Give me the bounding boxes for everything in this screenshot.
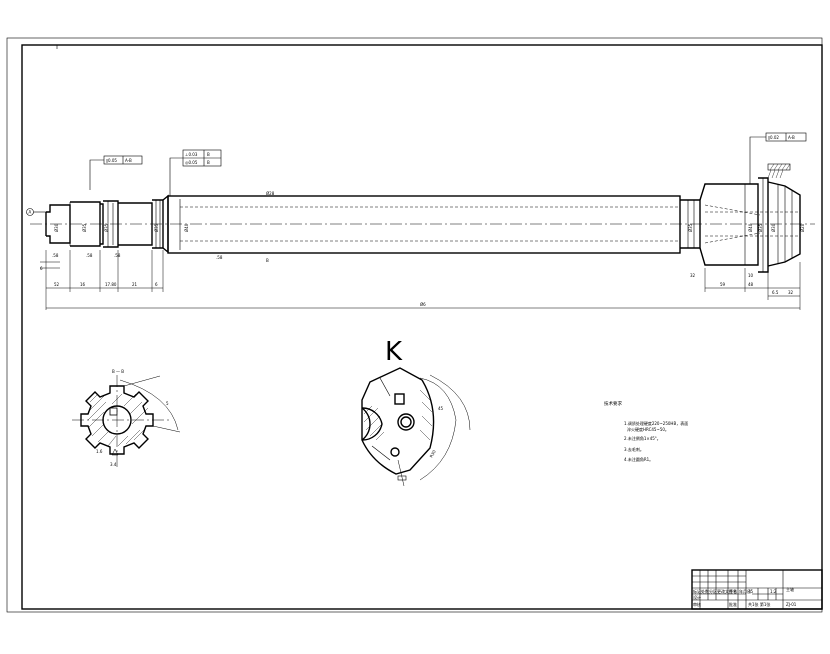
- svg-text:A-B: A-B: [125, 158, 132, 163]
- svg-text:批准: 批准: [729, 601, 737, 607]
- svg-text:6.5: 6.5: [772, 290, 779, 295]
- svg-text:.58: .58: [52, 253, 59, 258]
- svg-text:ZJ-01: ZJ-01: [786, 602, 797, 607]
- title-block: 标记 处数 分区 更改文件号 签名 年月日 设计 审核 批准 主轴 45 1:2…: [691, 569, 823, 610]
- svg-text:6: 6: [40, 266, 43, 271]
- svg-text:A-B: A-B: [788, 135, 795, 140]
- svg-text:共1张 第1张: 共1张 第1张: [748, 601, 770, 607]
- svg-text:Ø40: Ø40: [748, 223, 753, 232]
- svg-text:17.80: 17.80: [105, 282, 117, 287]
- svg-text:52: 52: [54, 282, 60, 287]
- title-part-name: 主轴: [786, 586, 794, 592]
- detail-view-k: K 45 R30: [361, 337, 471, 487]
- svg-text:审核: 审核: [693, 601, 701, 607]
- svg-text:分区: 分区: [709, 588, 717, 594]
- svg-text:◎0.05: ◎0.05: [185, 160, 198, 165]
- svg-text:更改文件号: 更改文件号: [717, 588, 737, 594]
- svg-text:3.4: 3.4: [110, 462, 117, 467]
- svg-text:签名: 签名: [729, 588, 737, 594]
- svg-text:45: 45: [438, 406, 444, 411]
- svg-text:Ø35: Ø35: [82, 223, 87, 232]
- svg-text:Ø35: Ø35: [104, 223, 109, 232]
- svg-text:∥0.05: ∥0.05: [106, 158, 117, 163]
- svg-text:⊥0.03: ⊥0.03: [185, 152, 198, 157]
- svg-text:Ø20: Ø20: [800, 223, 805, 232]
- view-label: K: [385, 337, 403, 367]
- fcf-right: ∥0.02 A-B: [749, 132, 807, 184]
- svg-text:21: 21: [132, 282, 138, 287]
- svg-text:32: 32: [788, 290, 794, 295]
- inner-frame: [21, 44, 823, 610]
- svg-text:Ø30: Ø30: [54, 223, 59, 232]
- svg-text:2.未注倒角1×45°。: 2.未注倒角1×45°。: [624, 435, 661, 441]
- svg-text:.58: .58: [114, 253, 121, 258]
- svg-text:3.去毛刺。: 3.去毛刺。: [624, 446, 644, 452]
- fcf-left-b: ⊥0.03 B ◎0.05 B: [169, 149, 222, 196]
- svg-text:48: 48: [748, 282, 754, 287]
- svg-text:R30: R30: [429, 449, 437, 459]
- svg-text:1.6: 1.6: [96, 449, 103, 454]
- svg-text:1.调质处理硬度220~250HB，表面: 1.调质处理硬度220~250HB，表面: [624, 420, 688, 426]
- dim-b-marker: B: [266, 258, 269, 263]
- svg-text:16: 16: [80, 282, 86, 287]
- svg-text:Ø35: Ø35: [758, 223, 763, 232]
- overall-length: Ø6: [420, 302, 426, 307]
- svg-text:.58: .58: [216, 255, 223, 260]
- shaft-main-view: A: [26, 163, 815, 273]
- svg-text:淬火硬度HRC45~50。: 淬火硬度HRC45~50。: [627, 426, 669, 432]
- svg-text:Ø30: Ø30: [771, 223, 776, 232]
- svg-text:10: 10: [748, 273, 754, 278]
- datum-label-a: A: [29, 210, 32, 215]
- dims-bottom: .58 .58 .58 .58 52 16 17.80 21 6 Ø6 59 4…: [40, 250, 801, 310]
- svg-text:1:2: 1:2: [770, 589, 777, 594]
- fcf-left-a: ∥0.05 A-B: [89, 155, 143, 190]
- svg-text:6: 6: [155, 282, 158, 287]
- svg-text:处数: 处数: [701, 588, 709, 594]
- svg-text:B: B: [207, 160, 210, 165]
- svg-text:32: 32: [690, 273, 696, 278]
- svg-text:年月日: 年月日: [739, 588, 751, 594]
- svg-text:标记: 标记: [693, 588, 701, 594]
- svg-text:B: B: [207, 152, 210, 157]
- svg-text:Ø35: Ø35: [154, 223, 159, 232]
- svg-text:设计: 设计: [693, 594, 701, 600]
- notes-heading: 技术要求: [604, 400, 622, 407]
- dims-vertical: Ø30 Ø35 Ø35 Ø35 Ø40 Ø35 Ø40 Ø35 Ø30 Ø20: [54, 223, 805, 232]
- outer-frame: [6, 37, 823, 613]
- svg-text:59: 59: [720, 282, 726, 287]
- svg-text:Ø40: Ø40: [184, 223, 189, 232]
- svg-text:45: 45: [748, 589, 754, 594]
- svg-text:B — B: B — B: [112, 369, 124, 374]
- svg-text:5: 5: [166, 401, 169, 406]
- svg-text:∥0.02: ∥0.02: [768, 135, 779, 140]
- technical-notes: 技术要求 1.调质处理硬度220~250HB，表面 淬火硬度HRC45~50。 …: [604, 400, 688, 462]
- svg-text:.58: .58: [86, 253, 93, 258]
- svg-text:Ø35: Ø35: [688, 223, 693, 232]
- dim-top: Ø28: [266, 191, 275, 196]
- section-spline-view: B — B 5 1.6 3.4: [72, 369, 181, 470]
- svg-text:4.未注圆角R1。: 4.未注圆角R1。: [624, 456, 653, 462]
